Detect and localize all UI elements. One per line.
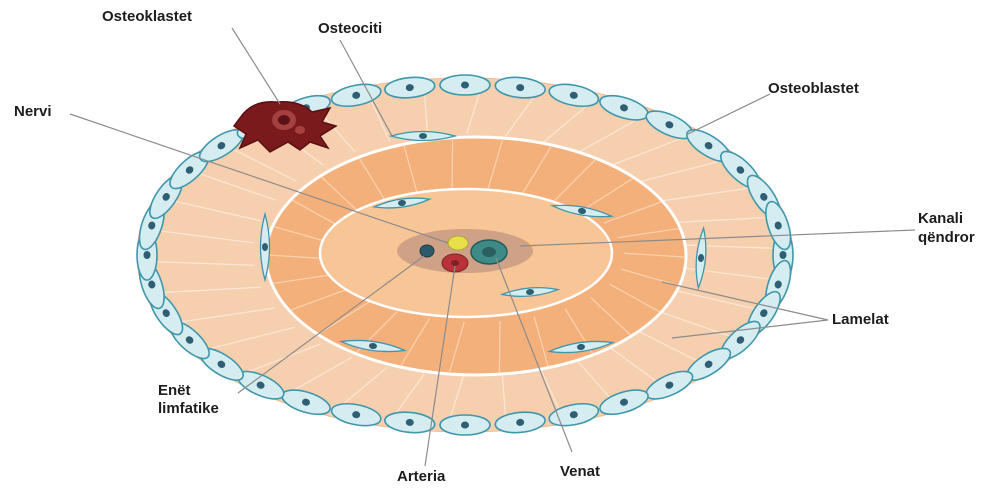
lymph-vessel-icon — [420, 245, 434, 257]
label-artery: Arteria — [397, 468, 445, 486]
leader-osteoklastet — [232, 28, 280, 104]
nerve-icon — [448, 236, 468, 250]
label-lymph-line2: limfatike — [158, 400, 219, 418]
label-veins: Venat — [560, 463, 600, 481]
leader-osteoblastet — [688, 94, 770, 134]
radial-line — [499, 321, 500, 373]
label-central-canal-line2: qëndror — [918, 229, 975, 247]
label-lamellae: Lamelat — [832, 311, 889, 329]
label-central-canal-line1: Kanali — [918, 210, 963, 228]
label-osteoblasts: Osteoblastet — [768, 80, 859, 98]
label-osteocytes: Osteociti — [318, 20, 382, 38]
lens-cell-icon — [440, 75, 490, 95]
lens-cell-icon — [440, 415, 490, 435]
radial-line — [452, 139, 453, 191]
label-nerve: Nervi — [14, 103, 52, 121]
label-lymph-line1: Enët — [158, 382, 191, 400]
label-osteoclasts: Osteoklastet — [102, 8, 192, 26]
